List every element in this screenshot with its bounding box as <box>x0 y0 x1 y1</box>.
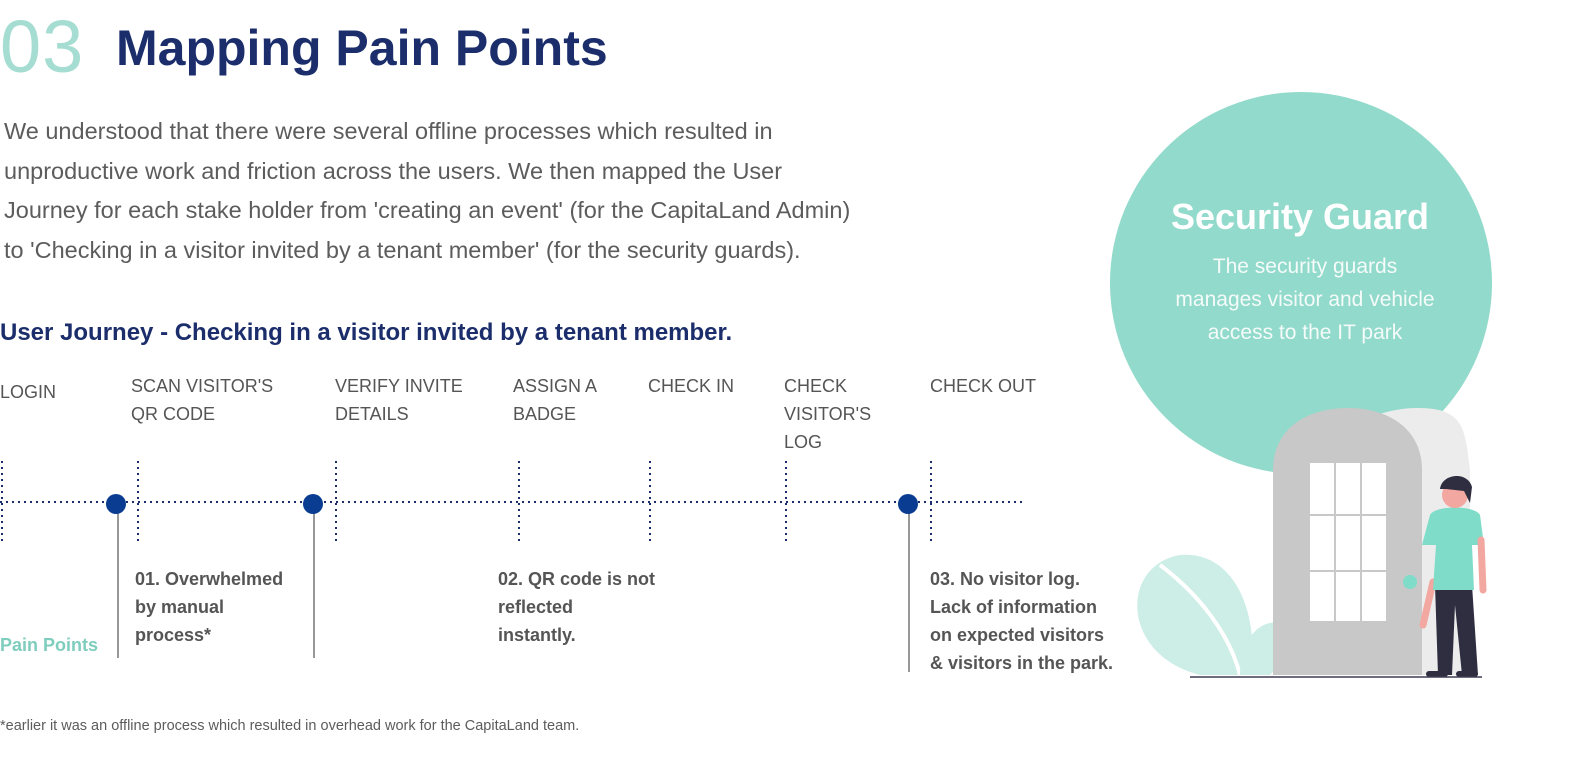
step-line: BADGE <box>513 404 577 424</box>
pain-line: reflected <box>498 597 574 617</box>
step-check-out: CHECK OUT <box>930 372 1036 400</box>
persona-title: Security Guard <box>1170 196 1430 237</box>
step-line: CHECK OUT <box>930 376 1037 396</box>
pain-point-2: 02. QR code is not reflected instantly. <box>498 565 655 649</box>
intro-line: We understood that there were several of… <box>4 118 773 144</box>
step-line: ASSIGN A <box>513 376 598 396</box>
step-line: SCAN VISITOR'S <box>131 376 274 396</box>
pain-line: instantly. <box>498 625 576 645</box>
intro-line: unproductive work and friction across th… <box>4 157 783 184</box>
person-arm <box>1477 536 1487 594</box>
section-number: 03 <box>0 5 85 88</box>
step-login: LOGIN <box>0 378 56 406</box>
persona-desc-line: manages visitor and vehicle <box>1175 288 1435 311</box>
step-line: LOG <box>784 432 823 452</box>
persona-circle <box>1110 92 1492 474</box>
step-line: QR CODE <box>131 404 216 424</box>
page-title: Mapping Pain Points <box>116 20 608 76</box>
step-verify-invite: VERIFY INVITE DETAILS <box>335 372 463 428</box>
journey-title: User Journey - Checking in a visitor inv… <box>0 319 733 346</box>
persona-desc-line: The security guards <box>1212 255 1398 278</box>
door-handle <box>1403 575 1417 589</box>
pain-point-1: 01. Overwhelmed by manual process* <box>135 565 283 649</box>
step-assign-badge: ASSIGN A BADGE <box>513 372 597 428</box>
step-line: CHECK <box>784 376 848 396</box>
step-check-in: CHECK IN <box>648 372 734 400</box>
pain-line: 02. QR code is not <box>498 569 656 589</box>
pain-points-label: Pain Points <box>0 635 99 655</box>
intro-line: to 'Checking in a visitor invited by a t… <box>4 236 801 263</box>
step-line: CHECK IN <box>648 376 735 396</box>
step-check-log: CHECK VISITOR'S LOG <box>784 372 871 456</box>
person-shirt <box>1422 507 1484 590</box>
person-legs <box>1435 585 1478 675</box>
pain-marker <box>898 494 918 514</box>
pain-marker <box>303 494 323 514</box>
intro-paragraph: We understood that there were several of… <box>4 112 944 270</box>
footnote: *earlier it was an offline process which… <box>0 718 580 734</box>
pain-line: on expected visitors <box>930 625 1105 645</box>
journey-timeline <box>0 461 1025 672</box>
intro-line: Journey for each stake holder from 'crea… <box>4 197 851 223</box>
person-shoe <box>1456 671 1478 677</box>
leaf-icon <box>1137 554 1253 675</box>
security-guard-illustration <box>1110 92 1492 678</box>
pain-line: process* <box>135 625 212 645</box>
persona-description: The security guards manages visitor and … <box>1150 250 1460 349</box>
pain-line: Lack of information <box>930 597 1098 617</box>
step-line: DETAILS <box>335 404 409 424</box>
leaf-vein <box>1158 563 1242 676</box>
pain-marker <box>106 494 126 514</box>
step-line: LOGIN <box>0 382 57 402</box>
persona-desc-line: access to the IT park <box>1207 321 1403 344</box>
pain-line: & visitors in the park. <box>930 653 1114 673</box>
person-arm <box>1419 578 1437 629</box>
person-hair <box>1440 475 1472 503</box>
step-line: VISITOR'S <box>784 404 872 424</box>
pain-point-3: 03. No visitor log. Lack of information … <box>930 565 1113 677</box>
door-window <box>1310 463 1386 621</box>
step-scan-qr: SCAN VISITOR'S QR CODE <box>131 372 273 428</box>
step-line: VERIFY INVITE <box>335 376 463 396</box>
pain-line: by manual <box>135 597 225 617</box>
person-shoe <box>1426 671 1448 677</box>
pain-line: 01. Overwhelmed <box>135 569 284 589</box>
pain-line: 03. No visitor log. <box>930 569 1081 589</box>
